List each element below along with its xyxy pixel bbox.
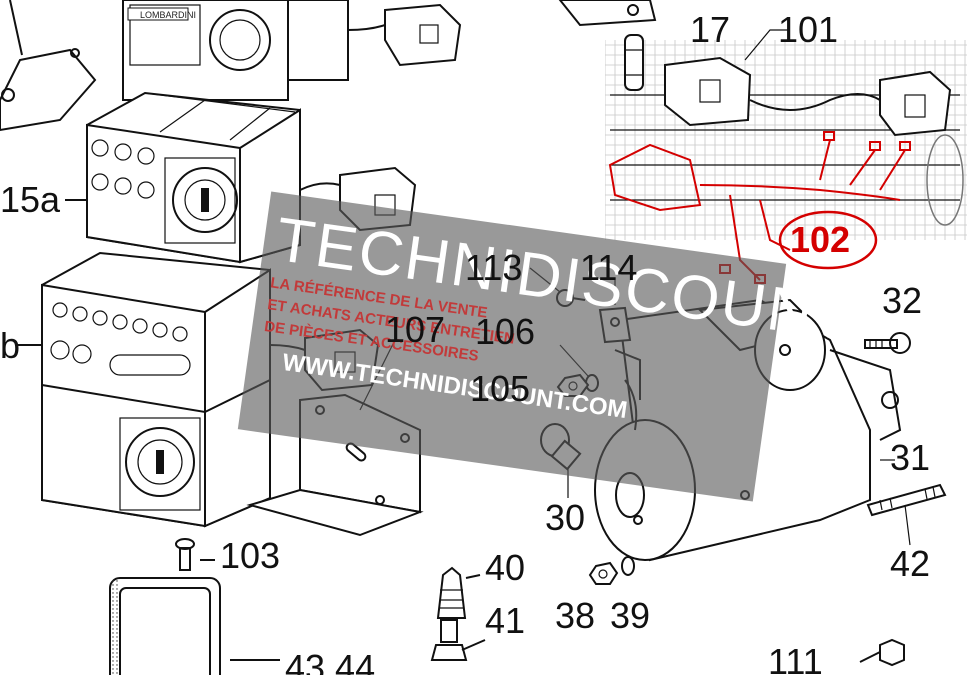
label-39: 39 (610, 595, 650, 636)
label-114: 114 (580, 247, 637, 288)
gasket-43-44 (109, 577, 280, 675)
label-40: 40 (485, 547, 525, 588)
label-103: 103 (220, 535, 280, 576)
label-43-44: 43 44 (285, 647, 375, 675)
top-bracket-fragment (558, 0, 657, 27)
wiring-harness-101 (664, 29, 952, 137)
sensor-40 (436, 566, 481, 619)
control-panel-b (15, 251, 380, 528)
label-17: 17 (690, 9, 730, 50)
nut-38 (588, 561, 619, 585)
part-labels: 17 101 15a b 102 113 114 32 107 106 105 … (0, 9, 930, 675)
label-38: 38 (555, 595, 595, 636)
label-111: 111 (768, 641, 823, 675)
control-panel-top: LOMBARDINI (0, 0, 462, 132)
label-113: 113 (465, 247, 522, 288)
label-42: 42 (890, 543, 930, 584)
washer-39 (621, 556, 635, 576)
label-41: 41 (485, 600, 525, 641)
label-106: 106 (475, 311, 535, 352)
bolt-111 (859, 638, 905, 667)
label-107: 107 (385, 309, 445, 350)
label-b: b (0, 325, 20, 366)
control-panel-15a (65, 91, 417, 264)
sensor-41 (430, 619, 486, 661)
label-102: 102 (790, 219, 850, 260)
label-30: 30 (545, 497, 585, 538)
label-32: 32 (882, 280, 922, 321)
label-101: 101 (778, 9, 838, 50)
fuse-17 (624, 34, 644, 91)
label-15a: 15a (0, 179, 61, 220)
wiring-harness-102 (608, 131, 911, 284)
stud-42 (866, 483, 947, 546)
label-105: 105 (470, 368, 530, 409)
bolt-32 (864, 332, 911, 354)
screw-103 (175, 538, 215, 571)
label-31: 31 (890, 437, 930, 478)
panel-brand: LOMBARDINI (140, 10, 196, 20)
